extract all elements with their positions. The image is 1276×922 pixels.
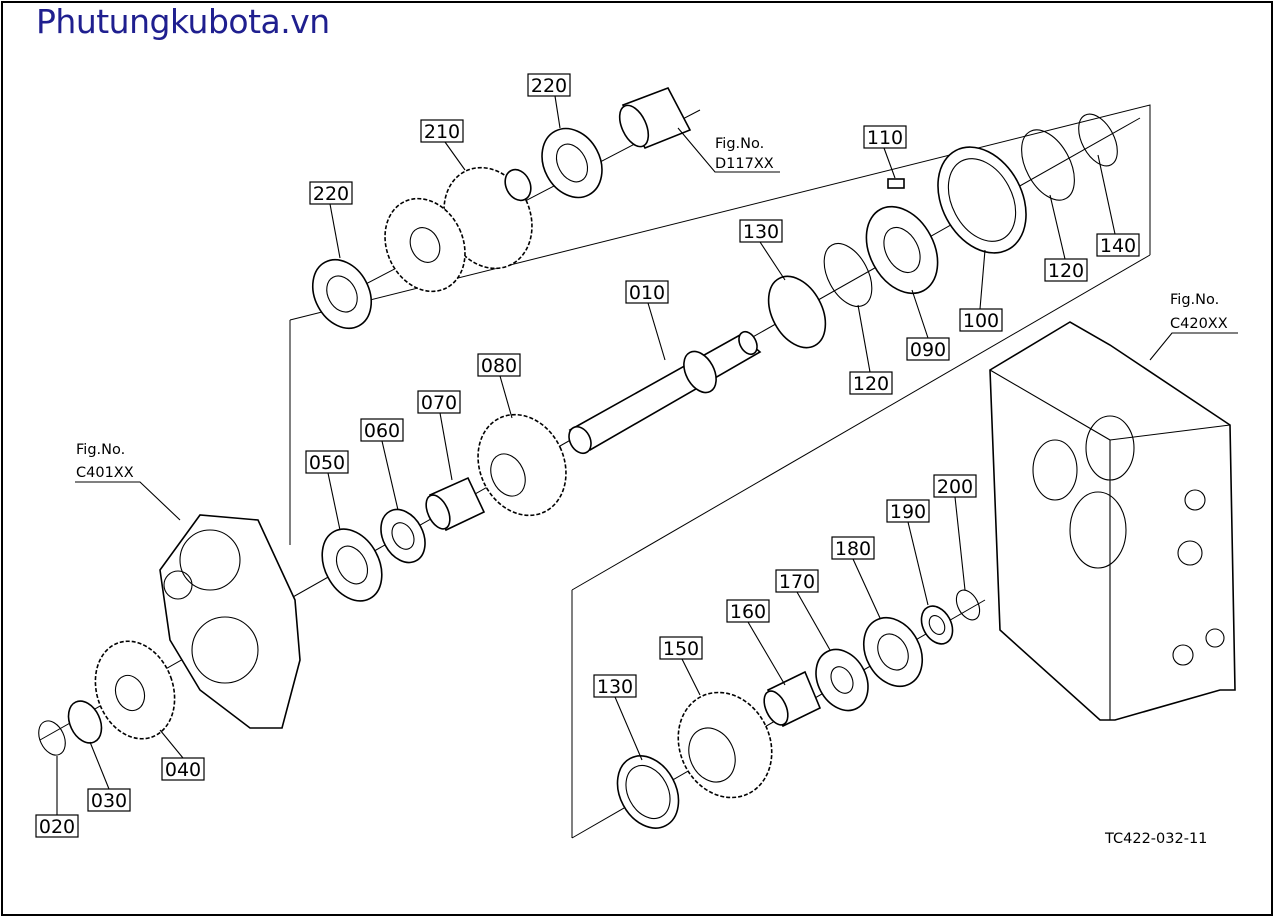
figure-ref-c420-prefix: Fig.No.: [1170, 292, 1219, 308]
washer-060: [380, 508, 426, 564]
callout-060: 060: [360, 418, 404, 442]
callout-130-bottom-text: 130: [597, 676, 633, 698]
callout-030: 030: [87, 788, 131, 812]
bearing-220-left: [311, 258, 373, 330]
callout-220-left: 220: [309, 181, 353, 205]
callout-050: 050: [305, 450, 349, 474]
callout-180-text: 180: [835, 538, 871, 560]
upper-assembly-outline: [289, 104, 1151, 321]
callout-080: 080: [477, 353, 521, 377]
figure-ref-d117: Fig.No. D117XX: [715, 136, 774, 172]
callout-130-bottom: 130: [593, 674, 637, 698]
callout-120-right-text: 120: [1048, 260, 1084, 282]
site-title: Phutungkubota.vn: [36, 2, 330, 41]
callout-220-left-text: 220: [313, 183, 349, 205]
circlip-200: [955, 589, 981, 621]
callout-100: 100: [959, 308, 1003, 332]
drawing-code: TC422-032-11: [1104, 831, 1207, 847]
gear-080: [477, 413, 567, 517]
main-shaft-010: [568, 330, 762, 455]
callout-020: 020: [35, 814, 79, 838]
callout-210-text: 210: [424, 121, 460, 143]
callout-010: 010: [625, 280, 669, 304]
snap-ring-120-mid: [823, 242, 873, 308]
collar-130-bottom: [616, 755, 680, 829]
callout-140-text: 140: [1100, 235, 1136, 257]
callout-070-text: 070: [421, 392, 457, 414]
figure-ref-d117-code: D117XX: [715, 156, 774, 172]
callout-030-text: 030: [91, 790, 127, 812]
callout-010-text: 010: [629, 282, 665, 304]
callout-050-text: 050: [309, 452, 345, 474]
bevel-gear-040: [94, 640, 176, 740]
callout-170: 170: [775, 569, 819, 593]
callout-040: 040: [161, 757, 205, 781]
collar-130-top: [767, 275, 827, 349]
ring-140: [1078, 113, 1118, 167]
callout-090: 090: [906, 337, 950, 361]
figure-ref-c420: Fig.No. C420XX: [1170, 292, 1228, 332]
callout-100-text: 100: [963, 310, 999, 332]
figure-ref-d117-prefix: Fig.No.: [715, 136, 764, 152]
callout-020-text: 020: [39, 816, 75, 838]
gear-150: [677, 691, 773, 799]
callout-110: 110: [863, 125, 907, 149]
needle-sleeve: [618, 87, 692, 150]
key-110: [887, 178, 905, 189]
needle-bearing-070: [425, 476, 486, 532]
cover-plate: [159, 514, 301, 729]
callout-150: 150: [659, 636, 703, 660]
callout-160-text: 160: [730, 601, 766, 623]
washer-030: [67, 700, 103, 744]
callout-190-text: 190: [890, 501, 926, 523]
figure-ref-c401: Fig.No. C401XX: [76, 442, 134, 481]
callout-090-text: 090: [910, 339, 946, 361]
bearing-050: [321, 528, 383, 602]
callout-210: 210: [420, 119, 464, 143]
snap-ring-120-right: [1021, 129, 1075, 201]
callout-130-top: 130: [739, 219, 783, 243]
figure-ref-c420-code: C420XX: [1170, 316, 1228, 332]
callout-110-text: 110: [867, 127, 903, 149]
circlip-020: [38, 720, 66, 756]
callout-080-text: 080: [481, 355, 517, 377]
callout-200-text: 200: [937, 476, 973, 498]
callout-120-mid-text: 120: [853, 373, 889, 395]
thrust-washer-170: [815, 648, 869, 712]
bearing-220-upper: [541, 127, 603, 199]
callout-190: 190: [886, 499, 930, 523]
callout-070: 070: [417, 390, 461, 414]
callout-150-text: 150: [663, 638, 699, 660]
callout-120-mid: 120: [849, 371, 893, 395]
leader-lines: [56, 95, 1238, 815]
callout-200: 200: [933, 474, 977, 498]
callout-040-text: 040: [165, 759, 201, 781]
transmission-case: [989, 321, 1236, 721]
bearing-180: [862, 616, 924, 688]
lower-assembly-outline-top: [571, 254, 1151, 591]
washer-190: [920, 605, 954, 645]
callout-130-top-text: 130: [743, 221, 779, 243]
callout-120-right: 120: [1044, 258, 1088, 282]
shift-sleeve-100: [937, 146, 1027, 254]
synchro-hub-090: [865, 205, 939, 295]
figure-ref-c401-code: C401XX: [76, 465, 134, 481]
callout-160: 160: [726, 599, 770, 623]
callout-220-top-text: 220: [531, 75, 567, 97]
callout-060-text: 060: [364, 420, 400, 442]
callout-170-text: 170: [779, 571, 815, 593]
callout-180: 180: [831, 536, 875, 560]
figure-ref-c401-prefix: Fig.No.: [76, 442, 125, 458]
needle-bearing-160: [763, 670, 822, 728]
gear-pair-210: [384, 166, 533, 293]
callout-220-top: 220: [527, 73, 571, 97]
callout-140: 140: [1096, 233, 1140, 257]
